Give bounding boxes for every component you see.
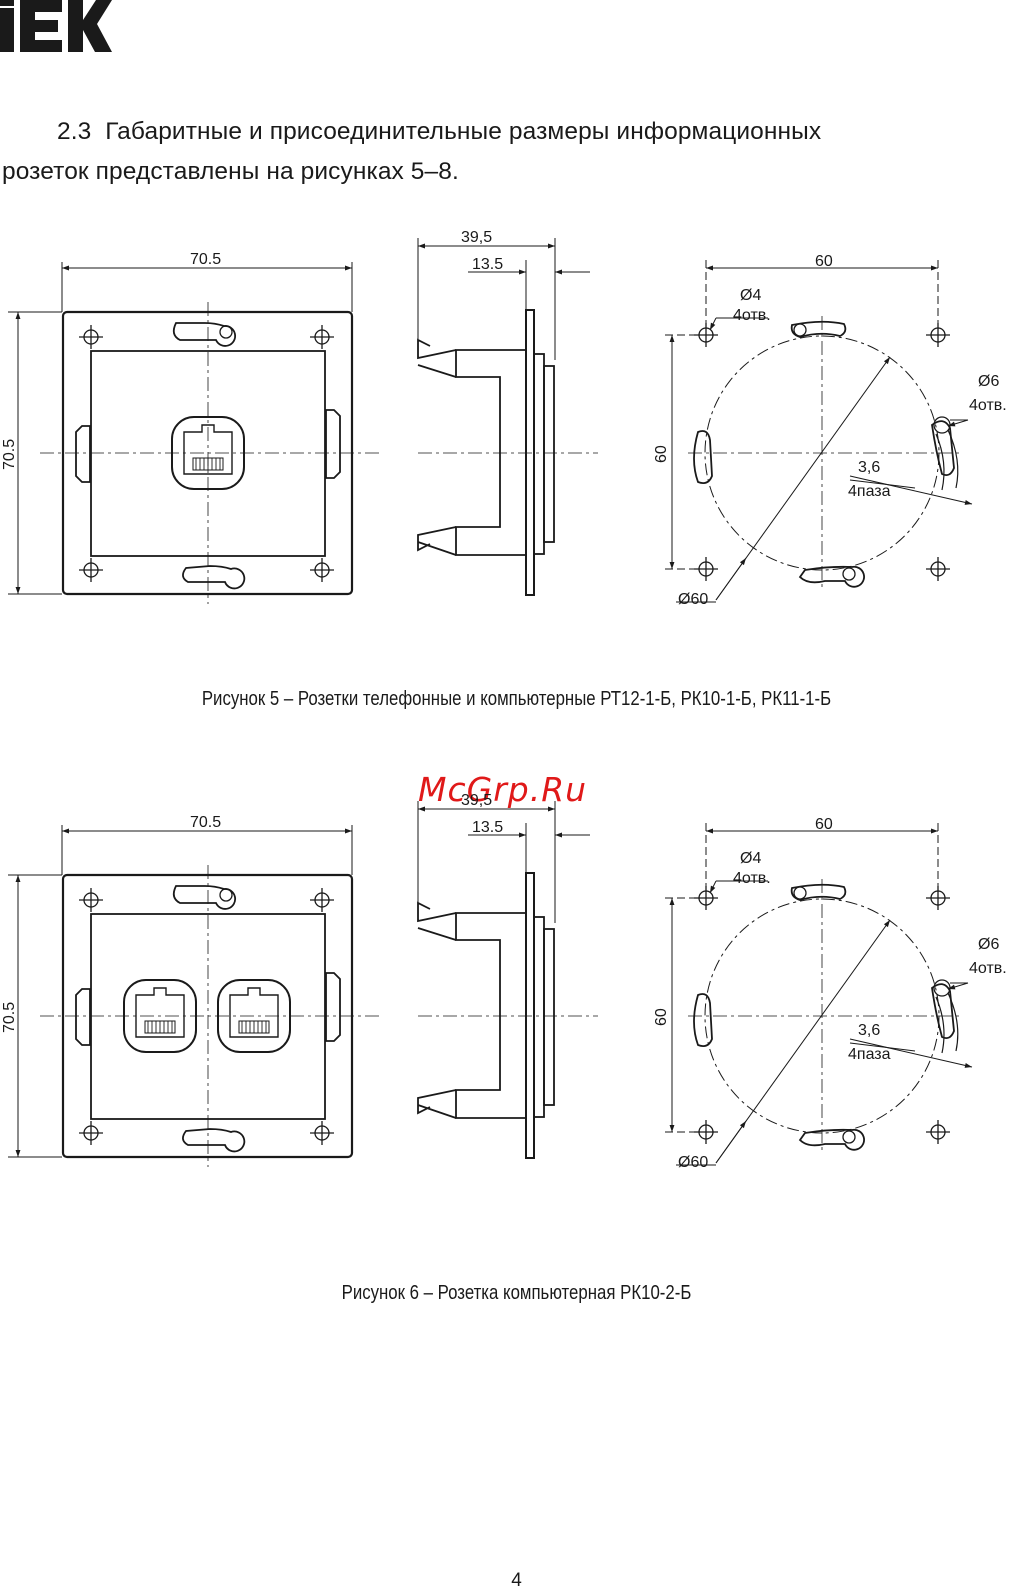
figure-6-drawing: 70.5 70.5 39,5 13.5 60 60 Ø4 4отв. Ø6 4о… bbox=[0, 783, 1033, 1183]
fig6-dim-slot-count: 4отв. bbox=[969, 960, 1007, 977]
fig5-dim-slot-count: 4отв. bbox=[969, 397, 1007, 414]
fig6-dim-plate-height: 70.5 bbox=[1, 1002, 18, 1033]
fig6-dim-depth-total: 39,5 bbox=[461, 792, 492, 809]
fig5-dim-circle-diameter: Ø60 bbox=[678, 591, 708, 608]
fig5-dim-mount-width: 60 bbox=[815, 253, 833, 270]
fig6-dim-plate-width: 70.5 bbox=[190, 814, 221, 831]
fig6-dim-depth-frame: 13.5 bbox=[472, 819, 503, 836]
intro-line-2: розеток представлены на рисунках 5–8. bbox=[2, 158, 459, 185]
fig6-dim-hole-diameter: Ø4 bbox=[740, 850, 761, 867]
figure-5-caption: Рисунок 5 – Розетки телефонные и компьют… bbox=[201, 688, 832, 710]
figure-6-caption: Рисунок 6 – Розетка компьютерная РК10-2-… bbox=[341, 1282, 692, 1304]
fig6-dim-hole-count: 4отв. bbox=[733, 870, 771, 887]
fig5-dim-plate-height: 70.5 bbox=[1, 439, 18, 470]
iek-logo-icon bbox=[0, 0, 112, 52]
intro-line-1: Габаритные и присоединительные размеры и… bbox=[105, 118, 822, 145]
fig5-dim-slot-diameter: Ø6 bbox=[978, 373, 999, 390]
fig5-dim-groove-width: 3,6 bbox=[858, 459, 880, 476]
fig6-dim-groove-width: 3,6 bbox=[858, 1022, 880, 1039]
figure-5-svg: 70.5 70.5 39,5 13.5 60 60 Ø4 4отв. Ø6 4о… bbox=[1, 229, 1007, 608]
fig5-dim-depth-frame: 13.5 bbox=[472, 256, 503, 273]
fig5-dim-groove-count: 4паза bbox=[848, 483, 891, 500]
fig6-dim-slot-diameter: Ø6 bbox=[978, 936, 999, 953]
section-number: 2.3 bbox=[57, 118, 92, 145]
fig5-dim-hole-count: 4отв. bbox=[733, 307, 771, 324]
figure-6-svg: 70.5 70.5 39,5 13.5 60 60 Ø4 4отв. Ø6 4о… bbox=[1, 792, 1007, 1171]
figure-5-drawing: 70.5 70.5 39,5 13.5 60 60 Ø4 4отв. Ø6 4о… bbox=[0, 220, 1033, 620]
fig6-dim-circle-diameter: Ø60 bbox=[678, 1154, 708, 1171]
page-number: 4 bbox=[511, 1570, 522, 1591]
fig5-dim-hole-diameter: Ø4 bbox=[740, 287, 761, 304]
fig5-dim-plate-width: 70.5 bbox=[190, 251, 221, 268]
fig6-dim-mount-height: 60 bbox=[653, 1008, 670, 1026]
fig6-dim-groove-count: 4паза bbox=[848, 1046, 891, 1063]
watermark: McGrp.Ru bbox=[418, 770, 588, 809]
fig5-dim-depth-total: 39,5 bbox=[461, 229, 492, 246]
fig6-dim-mount-width: 60 bbox=[815, 816, 833, 833]
intro-paragraph: 2.3 Габаритные и присоединительные разме… bbox=[2, 112, 1002, 192]
fig5-dim-mount-height: 60 bbox=[653, 445, 670, 463]
